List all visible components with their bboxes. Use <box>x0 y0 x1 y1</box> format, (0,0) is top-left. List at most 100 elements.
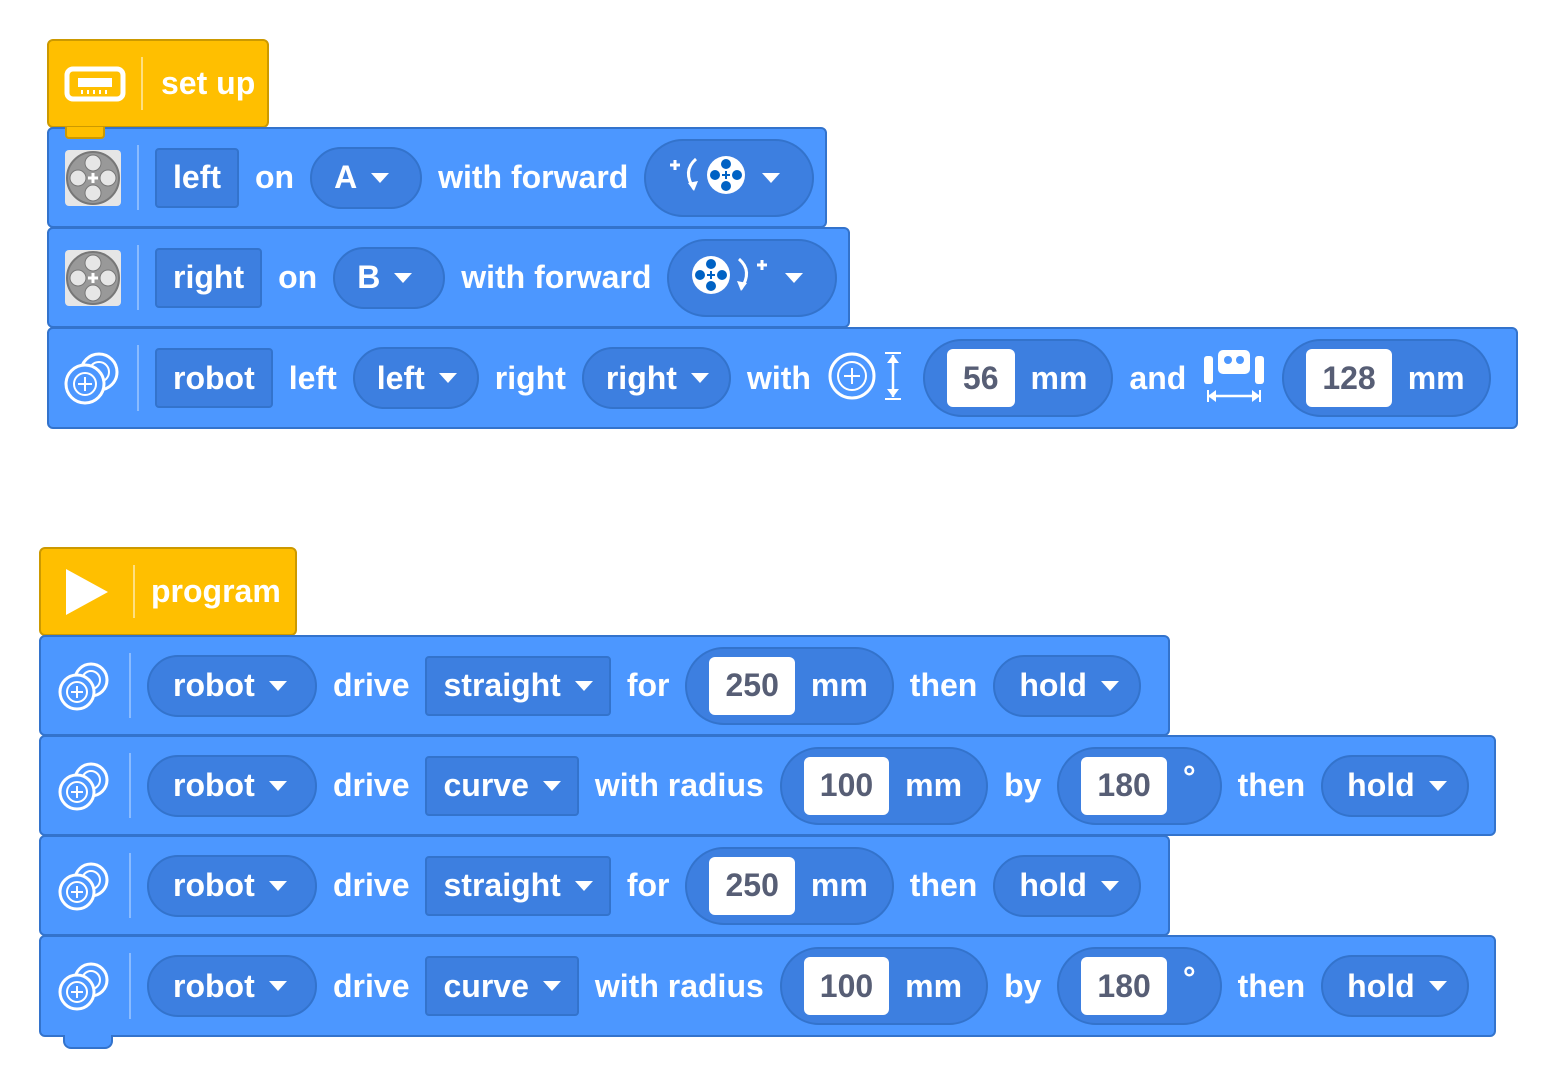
separator <box>133 565 135 618</box>
chevron-down-icon <box>1100 880 1119 891</box>
motor-left-block[interactable]: left on A with forward <box>47 127 827 228</box>
stop-dropdown[interactable]: hold <box>1321 955 1469 1017</box>
separator <box>137 345 139 411</box>
distance-field[interactable]: 250 mm <box>685 846 894 925</box>
robot-dropdown[interactable]: robot <box>147 654 317 717</box>
left-motor-dropdown[interactable]: left <box>352 347 479 409</box>
drive-label: drive <box>333 667 410 703</box>
motor-name: right <box>173 259 245 295</box>
drive-curve-block[interactable]: robot drive curve with radius 100 mm by … <box>39 935 1496 1037</box>
stop-value: hold <box>1019 667 1087 703</box>
radius-input[interactable]: 100 <box>803 756 890 815</box>
stop-value: hold <box>1347 967 1415 1004</box>
unit-label: mm <box>1030 359 1088 396</box>
with-radius-label: with radius <box>594 967 764 1004</box>
robot-value: robot <box>173 967 255 1004</box>
port-dropdown[interactable]: B <box>333 246 446 309</box>
robot-name-field[interactable]: robot <box>155 348 273 408</box>
drivebase-setup-block[interactable]: robot left left right right with 56 mm a… <box>47 327 1518 429</box>
right-motor-dropdown[interactable]: right <box>581 347 731 409</box>
program-hat-label: program <box>151 573 281 609</box>
stop-dropdown[interactable]: hold <box>993 854 1141 917</box>
separator <box>137 145 139 210</box>
motor-name-field[interactable]: right <box>155 247 263 308</box>
chevron-down-icon <box>268 981 287 991</box>
then-label: then <box>1237 967 1306 1004</box>
wheel-diameter-icon <box>827 349 907 408</box>
for-label: for <box>626 867 670 903</box>
clockwise-direction-icon <box>691 253 771 302</box>
stop-dropdown[interactable]: hold <box>993 654 1141 717</box>
drive-mode-value: straight <box>443 867 561 903</box>
angle-field[interactable]: 180 ° <box>1057 746 1222 825</box>
unit-label: mm <box>905 967 963 1004</box>
drive-mode-dropdown[interactable]: straight <box>425 855 611 916</box>
chevron-down-icon <box>1100 680 1119 691</box>
drive-label: drive <box>333 967 410 1004</box>
and-label: and <box>1129 359 1187 396</box>
drive-mode-dropdown[interactable]: straight <box>425 655 611 716</box>
with-forward-label: with forward <box>438 159 629 195</box>
chevron-down-icon <box>394 272 413 283</box>
unit-label: mm <box>1407 359 1465 396</box>
unit-label: mm <box>905 767 963 803</box>
port-dropdown[interactable]: A <box>310 146 423 209</box>
play-icon <box>41 567 133 617</box>
stop-dropdown[interactable]: hold <box>1321 754 1469 817</box>
drive-mode-value: curve <box>443 767 529 803</box>
robot-value: robot <box>173 667 255 703</box>
drivebase-icon <box>41 960 129 1012</box>
wheel-diameter-input[interactable]: 56 <box>946 349 1015 407</box>
motor-right-block[interactable]: right on B with forward <box>47 227 850 328</box>
separator <box>141 57 143 110</box>
direction-dropdown[interactable] <box>667 238 838 317</box>
chevron-down-icon <box>268 680 287 691</box>
drive-mode-value: curve <box>443 967 529 1004</box>
motor-name-field[interactable]: left <box>155 147 239 208</box>
distance-input[interactable]: 250 <box>709 656 795 715</box>
angle-input[interactable]: 180 <box>1081 957 1167 1015</box>
radius-field[interactable]: 100 mm <box>779 746 989 825</box>
radius-input[interactable]: 100 <box>803 957 890 1015</box>
chevron-down-icon <box>542 780 561 791</box>
drive-mode-dropdown[interactable]: curve <box>425 755 579 816</box>
robot-dropdown[interactable]: robot <box>147 854 317 917</box>
drive-curve-block[interactable]: robot drive curve with radius 100 mm by … <box>39 735 1496 836</box>
chevron-down-icon <box>268 780 287 791</box>
stop-value: hold <box>1347 767 1415 803</box>
degree-label: ° <box>1182 959 1196 996</box>
drive-label: drive <box>333 867 410 903</box>
drive-straight-block[interactable]: robot drive straight for 250 mm then hol… <box>39 835 1170 936</box>
chevron-down-icon <box>690 373 709 383</box>
angle-field[interactable]: 180 ° <box>1057 947 1222 1025</box>
drivebase-icon <box>41 760 129 812</box>
program-hat-block[interactable]: program <box>39 547 297 636</box>
axle-track-field[interactable]: 128 mm <box>1282 339 1491 417</box>
angle-input[interactable]: 180 <box>1081 756 1167 815</box>
block-bottom-notch <box>63 1035 113 1049</box>
drivebase-icon <box>41 660 129 712</box>
robot-name: robot <box>173 359 255 396</box>
distance-field[interactable]: 250 mm <box>685 646 894 725</box>
distance-input[interactable]: 250 <box>709 856 795 915</box>
chevron-down-icon <box>762 172 781 183</box>
then-label: then <box>1237 767 1306 803</box>
axle-track-icon <box>1202 348 1266 409</box>
unit-label: mm <box>810 867 868 903</box>
wheel-diameter-field[interactable]: 56 mm <box>922 339 1114 417</box>
chevron-down-icon <box>268 880 287 891</box>
drivebase-icon <box>41 860 129 912</box>
by-label: by <box>1004 767 1042 803</box>
chevron-down-icon <box>574 880 593 891</box>
axle-track-input[interactable]: 128 <box>1306 349 1392 407</box>
radius-field[interactable]: 100 mm <box>779 947 989 1025</box>
drive-mode-dropdown[interactable]: curve <box>425 956 579 1016</box>
drive-straight-block[interactable]: robot drive straight for 250 mm then hol… <box>39 635 1170 736</box>
direction-dropdown[interactable] <box>644 138 815 217</box>
drive-label: drive <box>333 767 410 803</box>
counterclockwise-direction-icon <box>668 153 748 202</box>
setup-hat-block[interactable]: set up <box>47 39 269 128</box>
on-label: on <box>255 159 295 195</box>
robot-dropdown[interactable]: robot <box>147 754 317 817</box>
robot-dropdown[interactable]: robot <box>147 955 317 1017</box>
